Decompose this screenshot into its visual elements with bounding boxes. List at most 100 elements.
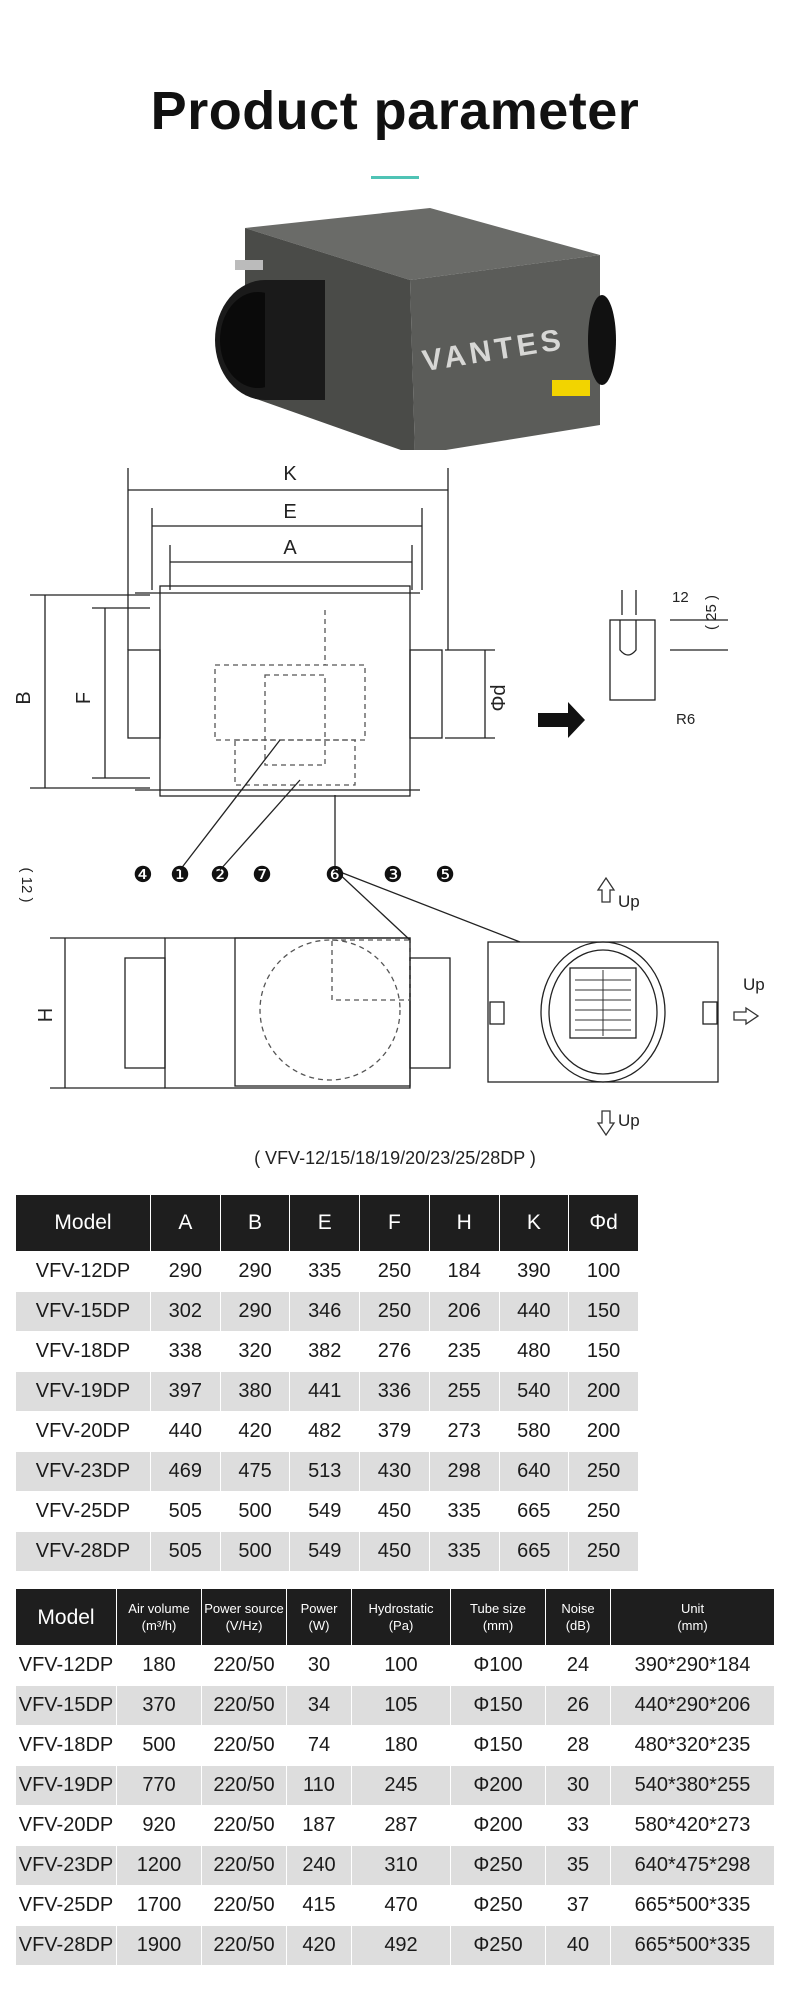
table-cell: 184 xyxy=(428,1251,500,1292)
col-header: Model xyxy=(15,1588,117,1646)
table-cell: 390 xyxy=(498,1251,570,1292)
table-cell: 450 xyxy=(359,1531,430,1572)
table-cell: 500 xyxy=(219,1531,291,1572)
table-cell: 250 xyxy=(568,1451,639,1492)
table-cell: VFV-23DP xyxy=(15,1451,151,1492)
col-header: F xyxy=(359,1194,430,1252)
table-cell: 540 xyxy=(498,1371,570,1412)
col-header: Power source(V/Hz) xyxy=(201,1588,287,1646)
dim-e-label: E xyxy=(283,501,296,523)
table-cell: 770 xyxy=(116,1765,202,1806)
table-cell: 420 xyxy=(219,1411,291,1452)
dim-h-label: H xyxy=(35,1008,57,1022)
table-cell: VFV-15DP xyxy=(15,1685,117,1726)
col-header: H xyxy=(428,1194,500,1252)
table-cell: 150 xyxy=(568,1331,639,1372)
table-cell: 310 xyxy=(351,1845,451,1886)
table-cell: 469 xyxy=(150,1451,221,1492)
table-cell: 920 xyxy=(116,1805,202,1846)
col-header: Model xyxy=(15,1194,151,1252)
table-cell: 640 xyxy=(498,1451,570,1492)
table-cell: 245 xyxy=(351,1765,451,1806)
table-cell: 37 xyxy=(545,1885,611,1926)
table-cell: 220/50 xyxy=(201,1805,287,1846)
table-cell: 273 xyxy=(428,1411,500,1452)
col-header: Tube size(mm) xyxy=(450,1588,546,1646)
table-cell: VFV-28DP xyxy=(15,1531,151,1572)
table-cell: 480 xyxy=(498,1331,570,1372)
table-cell: 287 xyxy=(351,1805,451,1846)
col-header: Φd xyxy=(568,1194,639,1252)
table-cell: Φ250 xyxy=(450,1885,546,1926)
table-cell: VFV-20DP xyxy=(15,1805,117,1846)
table-cell: 505 xyxy=(150,1491,221,1532)
table-cell: 500 xyxy=(116,1725,202,1766)
table-cell: 33 xyxy=(545,1805,611,1846)
table-cell: VFV-18DP xyxy=(15,1725,117,1766)
table-cell: 235 xyxy=(428,1331,500,1372)
table-cell: 187 xyxy=(286,1805,352,1846)
table-cell: 240 xyxy=(286,1845,352,1886)
title-accent-bar xyxy=(371,176,419,179)
dim-f-label: F xyxy=(73,692,95,704)
col-header: E xyxy=(289,1194,361,1252)
table-cell: 420 xyxy=(286,1925,352,1966)
table-cell: Φ150 xyxy=(450,1725,546,1766)
table-cell: 34 xyxy=(286,1685,352,1726)
table-cell: 513 xyxy=(289,1451,361,1492)
table-cell: 150 xyxy=(568,1291,639,1332)
table-cell: 549 xyxy=(289,1531,361,1572)
table-cell: 30 xyxy=(545,1765,611,1806)
table-cell: 440 xyxy=(150,1411,221,1452)
callout-7: ❼ xyxy=(252,863,272,888)
table-cell: 290 xyxy=(219,1291,291,1332)
callout-1: ❶ xyxy=(170,863,190,888)
table-cell: 220/50 xyxy=(201,1885,287,1926)
table-cell: 665 xyxy=(498,1531,570,1572)
table-cell: 370 xyxy=(116,1685,202,1726)
table-cell: VFV-18DP xyxy=(15,1331,151,1372)
table-cell: 250 xyxy=(359,1251,430,1292)
table-cell: 1900 xyxy=(116,1925,202,1966)
product-image: VANTES xyxy=(215,208,616,450)
table-cell: 440 xyxy=(498,1291,570,1332)
table-cell: 665*500*335 xyxy=(610,1925,775,1966)
table-cell: Φ200 xyxy=(450,1765,546,1806)
series-caption: ( VFV-12/15/18/19/20/23/25/28DP ) xyxy=(254,1148,536,1168)
table-cell: 320 xyxy=(219,1331,291,1372)
table-cell: VFV-20DP xyxy=(15,1411,151,1452)
dim-phid-label: Φd xyxy=(488,684,510,711)
table-cell: 346 xyxy=(289,1291,361,1332)
dim-12-side-label: ( 12 ) xyxy=(18,867,35,902)
table-cell: 220/50 xyxy=(201,1925,287,1966)
table-cell: Φ250 xyxy=(450,1925,546,1966)
table-cell: 336 xyxy=(359,1371,430,1412)
table-cell: 180 xyxy=(351,1725,451,1766)
table-cell: 1700 xyxy=(116,1885,202,1926)
detail-r6-label: R6 xyxy=(676,711,695,728)
table-cell: VFV-25DP xyxy=(15,1491,151,1532)
table-cell: 30 xyxy=(286,1645,352,1686)
table-cell: VFV-25DP xyxy=(15,1885,117,1926)
table-cell: VFV-19DP xyxy=(15,1765,117,1806)
table-cell: 390*290*184 xyxy=(610,1645,775,1686)
table-cell: 180 xyxy=(116,1645,202,1686)
table-cell: 640*475*298 xyxy=(610,1845,775,1886)
up-label-bottom: Up xyxy=(618,1111,640,1130)
table-cell: 40 xyxy=(545,1925,611,1966)
table-cell: 220/50 xyxy=(201,1845,287,1886)
detail-12-label: 12 xyxy=(672,589,689,606)
table-cell: 105 xyxy=(351,1685,451,1726)
table-cell: VFV-28DP xyxy=(15,1925,117,1966)
callout-5: ❺ xyxy=(435,863,455,888)
callout-3: ❸ xyxy=(383,863,403,888)
table-cell: 250 xyxy=(568,1491,639,1532)
table-cell: 430 xyxy=(359,1451,430,1492)
